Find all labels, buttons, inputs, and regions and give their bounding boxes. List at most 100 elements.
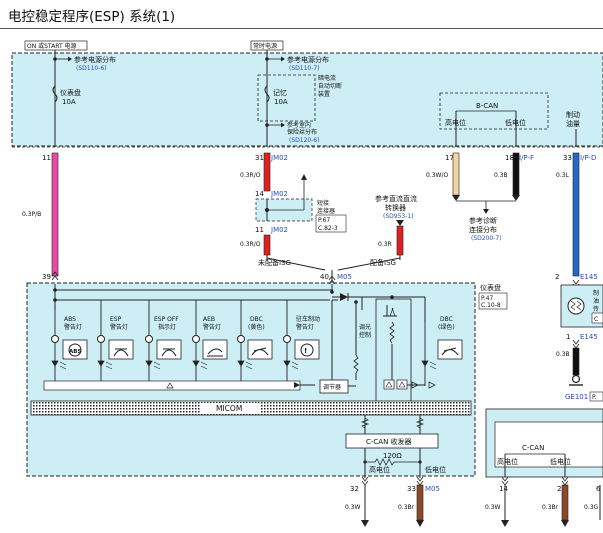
wire-red-upper — [263, 152, 271, 192]
ground-icon — [571, 374, 581, 384]
ref-dcdc-line-1: 参考直流直流 — [375, 194, 417, 203]
ref-diag-line-2: 连接分布 — [469, 225, 497, 234]
ref-power-1-code: (SD110-6) — [76, 65, 107, 72]
brake-pin-2: 2 — [555, 273, 559, 281]
ccan-res-label: 120Ω — [383, 452, 402, 460]
auto-cut-line-1: 暗电流 — [318, 74, 336, 82]
dimmer-l2: 控制 — [359, 331, 371, 339]
conn-jm02-top: JM02 — [270, 154, 288, 162]
ccan-transceiver-box — [345, 433, 439, 449]
wire-w9-label: 0.3W — [345, 504, 361, 511]
cluster-pin-32: 32 — [350, 485, 359, 493]
wire-w3-label: 0.3R/O — [240, 241, 261, 248]
lamp-aeb-l1: AEB — [203, 316, 215, 323]
lamp-abs-l2: 警告灯 — [64, 323, 82, 331]
wire-w11-label: 0.3W — [485, 504, 501, 511]
bulb-aeb — [192, 335, 200, 343]
constant-supply-label: 常时电源 — [253, 42, 277, 50]
brake-pin-1: 1 — [566, 333, 570, 341]
ccan-high-label: 高电位 — [369, 465, 390, 474]
ref-fuse-line-1: 参考室内 — [287, 121, 311, 129]
wire-w8-label: 0.3B — [556, 351, 570, 358]
isg-with-label: 配备ISG — [370, 258, 396, 267]
wire-can-low — [512, 152, 520, 196]
wire-can-high — [452, 152, 460, 196]
right-can-label: C-CAN — [522, 444, 544, 452]
ground-page-ref: P. — [592, 394, 597, 401]
lamp-parking-l1: 驻车制动 — [296, 315, 320, 323]
lamp-parking-l2: 警告灯 — [296, 323, 314, 331]
bulb-esp-off — [145, 335, 153, 343]
lamp-esp-off-l2: 指示灯 — [158, 323, 176, 331]
joint-pin-14: 14 — [255, 190, 264, 198]
lamp-dbc-yellow-l1: DBC — [250, 316, 263, 323]
fuse-cluster-amp: 10A — [62, 98, 76, 106]
cluster-conn-ref: C.10-8 — [481, 302, 501, 309]
ref-power-2-code: (SD110-7) — [289, 65, 320, 72]
fuse-cluster-name: 仪表盘 — [60, 88, 81, 97]
ref-fuse-line-2: 保险丝分布 — [287, 128, 317, 136]
joint-jm02-b: JM02 — [270, 226, 288, 234]
conn-ipf-1: I/P-F — [519, 154, 534, 162]
joint-label-1: 短接 — [317, 199, 329, 207]
right-can-low: 低电位 — [550, 457, 571, 466]
cluster-name: 仪表盘 — [480, 283, 501, 292]
lamp-esp-l1: ESP — [110, 316, 122, 323]
lamp-dbc-yellow-l2: (黄色) — [248, 323, 265, 331]
cluster-pin-40: 40 — [320, 273, 329, 281]
svg-text:!: ! — [304, 347, 307, 355]
joint-conn-ref: C.82-3 — [318, 225, 338, 232]
brake-top-line-1: 制动 — [566, 110, 580, 119]
lamp-esp-l2: 警告灯 — [110, 323, 128, 331]
ccan-low-label: 低电位 — [425, 465, 446, 474]
ref-dcdc-line-2: 转换器 — [385, 203, 406, 212]
bulb-abs — [51, 335, 59, 343]
pin-11-top: 11 — [42, 154, 51, 162]
wire-w7-label: 0.3R — [378, 241, 392, 248]
cluster-pin-39: 39 — [42, 273, 51, 281]
wire-blue — [572, 152, 580, 277]
wire-w10-label: 0.3Br — [398, 504, 415, 511]
title-bar: 电控稳定程序(ESP) 系统(1) — [0, 0, 603, 29]
joint-label-2: 连接器 — [317, 207, 335, 215]
fuse-memory-amp: 10A — [274, 98, 288, 106]
bulb-parking — [283, 335, 291, 343]
wire-w4-label: 0.3W/O — [426, 172, 448, 179]
lamp-dbc-green-l1: DBC — [440, 316, 453, 323]
driver-bus-box — [43, 380, 301, 391]
wire-brown — [416, 484, 424, 521]
wire-red-isg — [396, 225, 404, 256]
lamp-esp-off-l1: ESP OFF — [154, 316, 179, 323]
wire-w2-label: 0.3R/O — [240, 172, 261, 179]
right-can-high: 高电位 — [497, 457, 518, 466]
lamp-abs-l1: ABS — [64, 316, 76, 323]
joint-jm02-a: JM02 — [270, 190, 288, 198]
pin-18-top: 18 — [505, 154, 514, 162]
wire-w13-label: 0.3G — [584, 504, 599, 511]
cluster-conn-m05-a: M05 — [337, 273, 352, 281]
wire-w1-label: 0.3P/B — [22, 211, 41, 218]
ref-diag-line-1: 参考诊断 — [469, 216, 497, 225]
fuse-memory-name: 记忆 — [273, 88, 287, 97]
wire-pink — [51, 152, 59, 277]
ccan-label: C-CAN 收发器 — [366, 437, 412, 446]
auto-cut-line-2: 自动切断 — [318, 82, 342, 90]
cluster-conn-m05-b: M05 — [425, 485, 440, 493]
bcan-high-label: 高电位 — [445, 118, 466, 127]
bcan-box — [439, 92, 549, 130]
auto-cut-line-3: 装置 — [318, 90, 330, 98]
abs-glyph-text: ABS — [69, 349, 81, 355]
ref-power-2-label: 参考电源分布 — [287, 55, 329, 64]
brake-conn-e145-b: E145 — [580, 333, 598, 341]
dimmer-l1: 调光 — [359, 323, 371, 331]
abs-warning-icon — [62, 339, 88, 360]
on-start-supply-box — [24, 40, 88, 51]
brake-right-l1: 制 — [593, 289, 599, 297]
bcan-low-label: 低电位 — [505, 118, 526, 127]
brake-right-l2: 油 — [593, 297, 599, 305]
parking-brake-icon — [294, 339, 320, 360]
regulator-label: 调节器 — [323, 383, 341, 391]
wire-red-lower — [263, 234, 271, 256]
